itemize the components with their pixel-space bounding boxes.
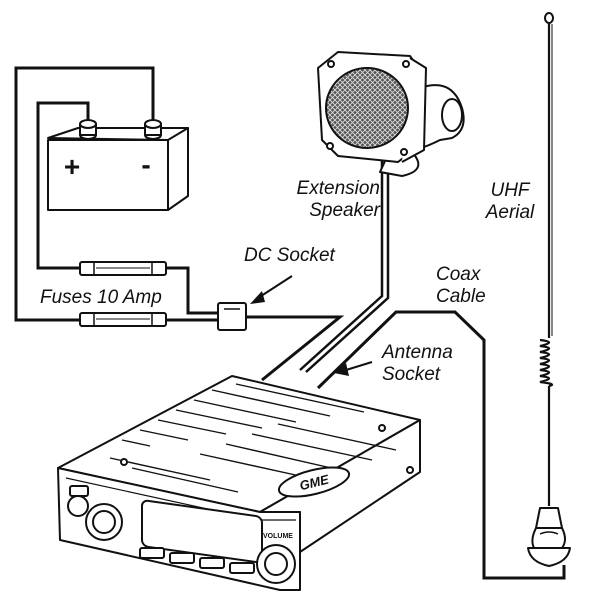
fuse-lower — [79, 312, 167, 327]
radio-brand-badge: GME — [277, 466, 351, 498]
antenna-socket-arrow — [334, 361, 373, 376]
battery: + - — [47, 119, 189, 211]
label-fuses: Fuses 10 Amp — [40, 287, 162, 308]
battery-plus-sign: + — [64, 151, 80, 182]
label-coax-cable: Coax Cable — [436, 264, 486, 307]
power-knob-ring — [67, 495, 89, 517]
battery-minus-sign: - — [141, 149, 150, 180]
power-button — [69, 485, 89, 497]
dc-socket — [217, 302, 247, 331]
uhf-aerial — [527, 12, 571, 567]
speaker-grille — [325, 67, 409, 149]
channel-knob — [85, 503, 123, 541]
upper-fuse-lead — [164, 266, 218, 315]
radio-display — [141, 499, 263, 564]
label-extension-speaker: Extension Speaker — [296, 178, 380, 221]
radio-unit: GME VOLUME — [57, 375, 421, 591]
positive-wire — [14, 66, 155, 322]
volume-label: VOLUME — [263, 533, 293, 540]
aerial-coil — [539, 338, 554, 388]
label-antenna-socket: Antenna Socket — [382, 342, 453, 385]
label-dc-socket: DC Socket — [244, 245, 335, 266]
label-uhf-aerial: UHF Aerial — [485, 180, 535, 223]
heatsink-fins — [109, 383, 397, 493]
extension-speaker — [317, 51, 465, 177]
front-buttons — [139, 547, 255, 574]
radio-brand: GME — [298, 472, 331, 494]
antenna-coax — [316, 310, 566, 580]
speaker-cable — [299, 160, 390, 373]
dc-socket-arrow — [250, 275, 293, 304]
volume-knob — [256, 544, 296, 584]
fuse-upper — [79, 261, 167, 276]
battery-positive-terminal — [144, 119, 162, 140]
dc-lead-to-radio — [246, 315, 345, 382]
wiring — [14, 66, 566, 580]
battery-negative-terminal — [79, 119, 97, 140]
negative-wire — [36, 101, 90, 270]
